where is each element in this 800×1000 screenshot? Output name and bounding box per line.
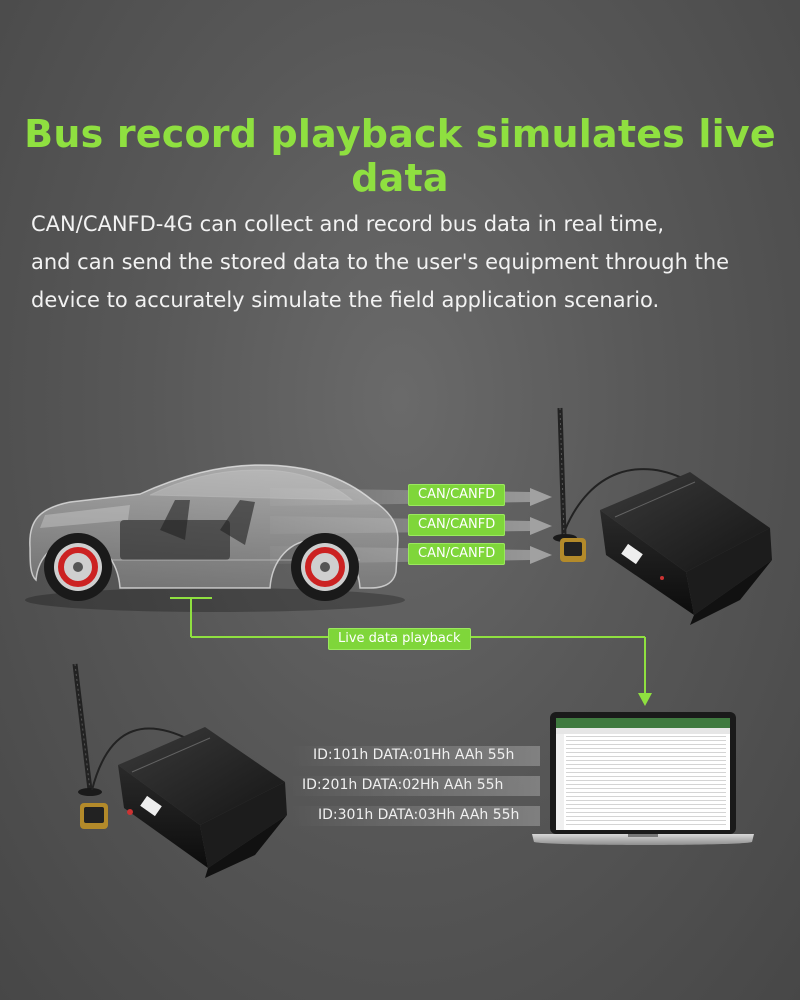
page-title: Bus record playback simulates live data	[24, 112, 776, 200]
laptop-screen-rows	[566, 736, 726, 828]
playback-path	[170, 597, 652, 706]
playback-label: Live data playback	[328, 628, 471, 650]
can-label-3: CAN/CANFD	[408, 543, 506, 565]
message-backdrops	[290, 746, 540, 826]
can-label-2: CAN/CANFD	[408, 514, 506, 536]
description: CAN/CANFD-4G can collect and record bus …	[31, 205, 781, 319]
device-bottom-left	[72, 663, 287, 878]
rear-wheel	[291, 533, 359, 601]
can-label-1: CAN/CANFD	[408, 484, 506, 506]
description-line-2: and can send the stored data to the user…	[31, 250, 730, 274]
message-3: ID:301h DATA:03Hh AAh 55h	[318, 807, 520, 823]
front-wheel	[44, 533, 112, 601]
message-1: ID:101h DATA:01Hh AAh 55h	[313, 747, 515, 763]
message-2: ID:201h DATA:02Hh AAh 55h	[302, 777, 504, 793]
device-top-right	[553, 407, 772, 625]
car-illustration	[25, 464, 405, 612]
description-line-3: device to accurately simulate the field …	[31, 288, 660, 312]
description-line-1: CAN/CANFD-4G can collect and record bus …	[31, 212, 665, 236]
